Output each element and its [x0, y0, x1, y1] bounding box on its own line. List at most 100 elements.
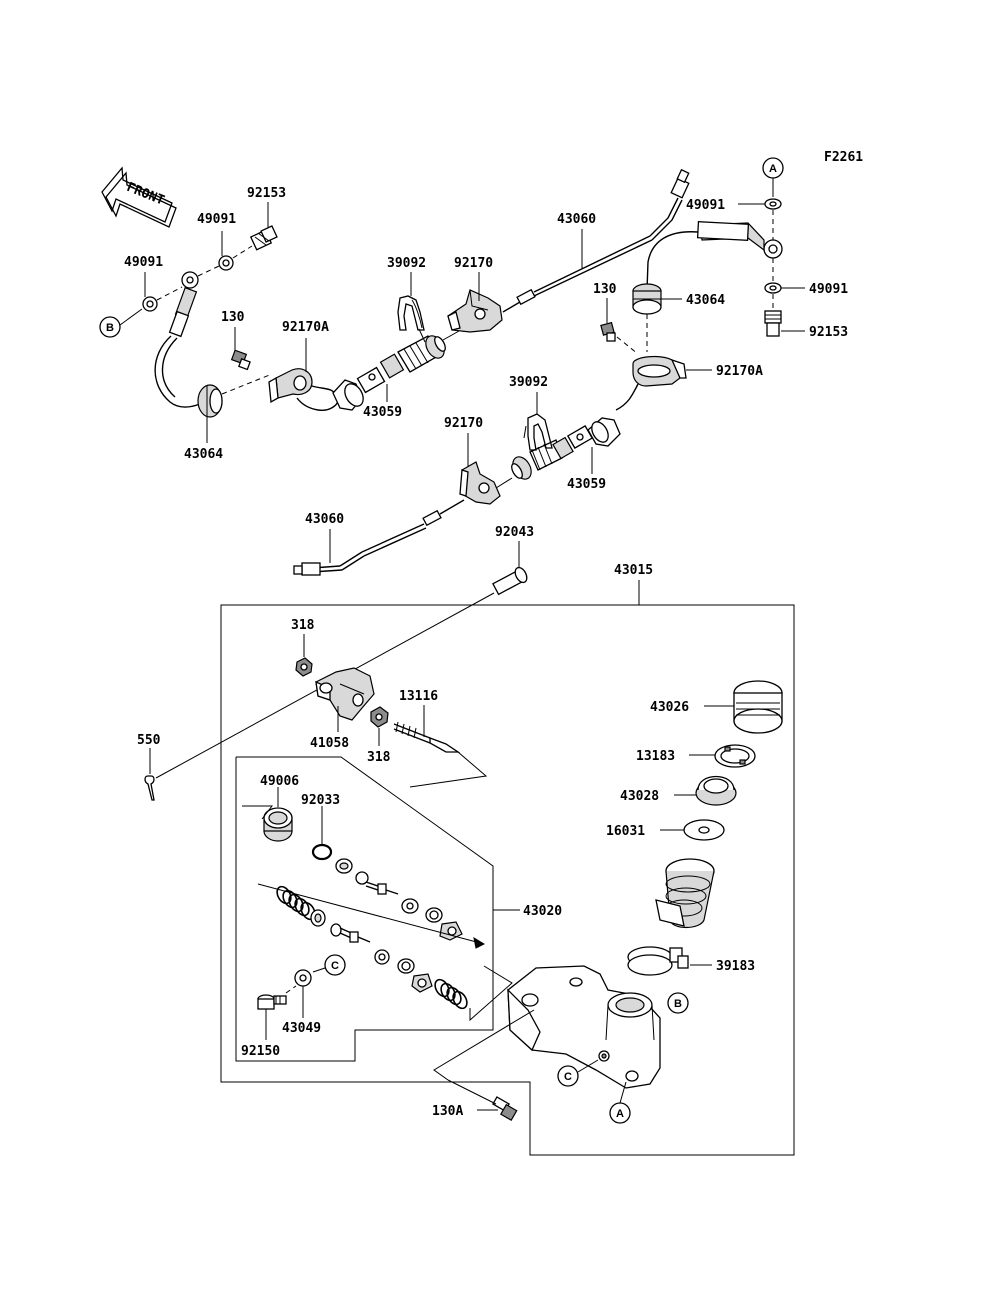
- grommet-icon: [197, 384, 223, 418]
- part-label: 39183: [716, 959, 755, 974]
- front-arrow-icon: FRONT: [101, 166, 177, 228]
- mounting-bracket-icon: [447, 289, 503, 333]
- banjo-fitting-icon: [168, 271, 199, 338]
- piston-cup-icon: [425, 907, 443, 923]
- clutch-cylinder-fitting-icon: [332, 335, 446, 411]
- part-label: 43060: [557, 212, 596, 227]
- return-spring-icon: [434, 978, 468, 1010]
- part-label: 318: [291, 618, 315, 633]
- piston-seal-icon: [335, 858, 353, 874]
- part-label: 130A: [432, 1104, 463, 1119]
- clutch-cylinder-fitting-icon: [511, 417, 621, 480]
- svg-text:C: C: [564, 1071, 572, 1083]
- diaphragm-icon: [695, 776, 737, 806]
- clutch-pipe-icon: [502, 168, 690, 313]
- bolt-icon: [600, 321, 616, 342]
- ref-marker-b: [99, 316, 121, 338]
- part-label: 39092: [509, 375, 548, 390]
- part-label: 43015: [614, 563, 653, 578]
- upper-pushrod-assembly: [332, 168, 690, 411]
- hose-clamp-icon: [627, 946, 689, 976]
- part-label: 49091: [686, 198, 725, 213]
- figure-code: F2261: [824, 150, 863, 165]
- part-label: 92150: [241, 1044, 280, 1059]
- svg-text:C: C: [331, 960, 339, 972]
- part-label: 92170: [444, 416, 483, 431]
- piston-cup-icon: [401, 898, 419, 914]
- master-cylinder-body-icon: [507, 965, 661, 1089]
- part-label: 41058: [310, 736, 349, 751]
- secondary-cup-icon: [411, 973, 433, 993]
- ref-marker-c: [324, 954, 346, 976]
- part-label: 92170A: [282, 320, 329, 335]
- bolt-icon: [492, 1096, 518, 1122]
- part-label: 13183: [636, 749, 675, 764]
- push-rod-icon: [393, 721, 461, 753]
- svg-text:B: B: [674, 998, 682, 1010]
- svg-text:A: A: [616, 1108, 624, 1120]
- part-label: 92153: [809, 325, 848, 340]
- part-label: 43059: [363, 405, 402, 420]
- nut-icon: [295, 657, 313, 677]
- mounting-bracket-icon: [459, 461, 501, 505]
- reservoir-tank-icon: [655, 858, 715, 929]
- piston-cup-icon: [397, 958, 415, 974]
- kit-43020-outline: [235, 756, 494, 1062]
- part-label: 49091: [124, 255, 163, 270]
- part-label: 49091: [809, 282, 848, 297]
- ref-marker-c: [557, 1065, 579, 1087]
- pushrod-yoke-icon: [315, 667, 375, 721]
- svg-text:B: B: [106, 322, 114, 334]
- right-hose-assembly: A: [600, 157, 805, 411]
- cotter-pin-icon: [144, 775, 155, 801]
- ref-marker-b: [667, 992, 689, 1014]
- joint-pin-icon: [492, 566, 528, 596]
- diaphragm-plate-icon: [714, 744, 756, 768]
- part-label: 43026: [650, 700, 689, 715]
- bolt-icon: [230, 349, 251, 371]
- lower-pushrod-assembly: [293, 392, 621, 576]
- piston-icon: [330, 923, 371, 943]
- part-label: 43064: [686, 293, 725, 308]
- retaining-clip-icon: [523, 413, 553, 451]
- piston-cup-icon: [374, 949, 390, 965]
- part-label: 43028: [620, 789, 659, 804]
- part-label: 130: [221, 310, 245, 325]
- part-label: 49006: [260, 774, 299, 789]
- nut-icon: [370, 706, 389, 728]
- part-label: 16031: [606, 824, 645, 839]
- part-label: 49091: [197, 212, 236, 227]
- svg-text:A: A: [769, 163, 777, 175]
- part-label: 92170A: [716, 364, 763, 379]
- hose-clamp-icon: [632, 355, 687, 387]
- part-label: 43064: [184, 447, 223, 462]
- part-label: 43060: [305, 512, 344, 527]
- part-label: 39092: [387, 256, 426, 271]
- part-label: 43059: [567, 477, 606, 492]
- assembly-43015-outline: [220, 580, 795, 1156]
- banjo-bolt-icon: [764, 310, 782, 337]
- part-label: 318: [367, 750, 391, 765]
- banjo-bolt-icon: [249, 225, 278, 251]
- reservoir-cap-icon: [733, 680, 783, 734]
- piston-rod-icon: [355, 871, 399, 895]
- part-label: 92043: [495, 525, 534, 540]
- part-label: 130: [593, 282, 617, 297]
- left-hose-assembly: B: [99, 202, 339, 443]
- part-label: 43020: [523, 904, 562, 919]
- bushing-icon: [263, 807, 293, 842]
- part-label: 92170: [454, 256, 493, 271]
- part-label: 550: [137, 733, 161, 748]
- circlip-icon: [311, 843, 333, 861]
- part-label: 92153: [247, 186, 286, 201]
- bleeder-bolt-icon: [257, 994, 287, 1010]
- hose-clamp-icon: [268, 368, 313, 404]
- washer-icon: [294, 969, 312, 987]
- retaining-clip-icon: [397, 295, 425, 331]
- clutch-pipe-icon: [293, 499, 465, 576]
- part-label: 43049: [282, 1021, 321, 1036]
- part-label: 92033: [301, 793, 340, 808]
- grommet-icon: [632, 283, 662, 315]
- gasket-icon: [683, 819, 725, 841]
